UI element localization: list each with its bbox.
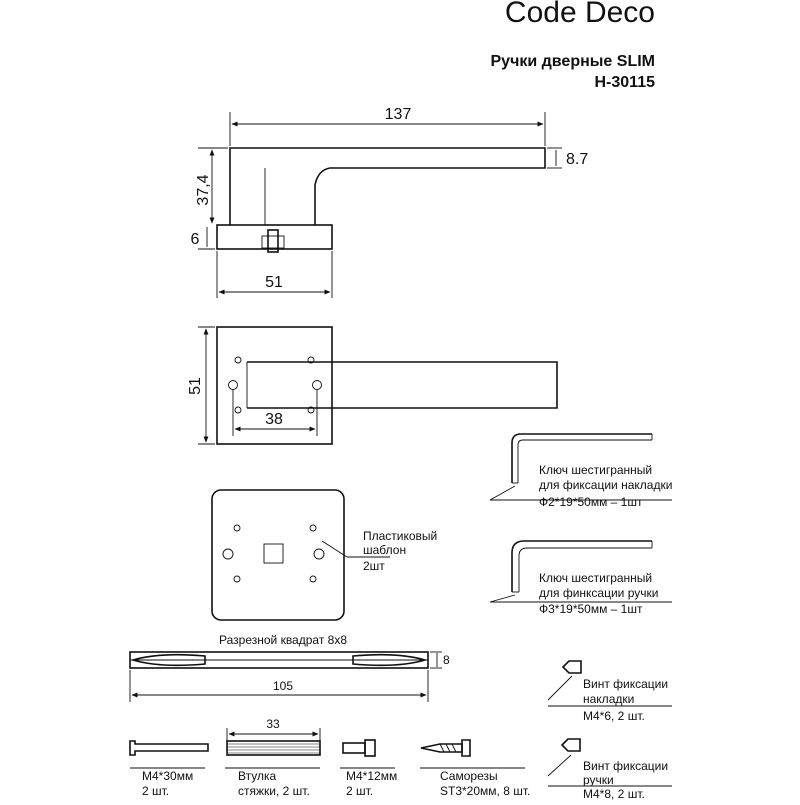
hex-key-1: Ключ шестигранный для фиксации накладки …: [489, 433, 672, 509]
screw-thread: [451, 743, 457, 753]
leader-line: [489, 485, 516, 501]
leader-line: [547, 675, 573, 701]
sleeve-body: [226, 740, 321, 756]
rose-plate: [216, 224, 333, 250]
set-screw-2: Винт фиксации ручки М4*8, 2 шт.: [547, 738, 672, 801]
set-screw-1-line2: накладки: [583, 692, 634, 706]
part-3-qty: 2 шт.: [346, 784, 373, 798]
hex-key-2-inner: [518, 547, 652, 592]
hex-key-2: Ключ шестигранный для финксации ручки Ф3…: [489, 540, 672, 616]
leader-line: [489, 594, 516, 603]
handle-side-view: 137 8.7 37,4 6 51: [191, 106, 588, 298]
hex-key-1-inner: [517, 439, 652, 483]
bolt-m4x12-head: [364, 739, 376, 757]
dim-rose-height-label: 51: [187, 377, 204, 395]
spindle-spring-left: [130, 653, 206, 667]
screw-head: [461, 739, 471, 757]
bolt-m4x12: М4*12мм 2 шт.: [340, 739, 397, 798]
dim-rose-width-label: 51: [265, 274, 283, 291]
spindle-dim-length: 105: [273, 679, 293, 693]
set-screw-1-line1: Винт фиксации: [583, 677, 668, 691]
spindle-stub: [267, 229, 279, 253]
lever-outline: [229, 147, 546, 225]
product-title: Ручки дверные SLIM: [491, 53, 656, 70]
screw-hole: [307, 356, 315, 364]
dim-rose-thickness-label: 6: [191, 231, 200, 248]
screw-thread: [445, 743, 451, 753]
part-1-qty: 2 шт.: [142, 784, 169, 798]
spindle-collar: [261, 235, 285, 249]
screw-hole: [233, 524, 241, 532]
sleeve: 33 Втулка стяжки, 2 шт.: [225, 717, 321, 798]
bolt-m4x12-shank: [342, 742, 366, 754]
bolt-hole: [313, 548, 325, 560]
leader-line: [547, 754, 572, 777]
rose-front: [216, 326, 333, 445]
screw-hole: [233, 575, 241, 583]
sleeve-hatching: [227, 743, 320, 754]
dim-height-label: 37,4: [195, 174, 212, 205]
part-1-name: М4*30мм: [142, 769, 193, 783]
bolt-hole: [312, 380, 322, 390]
leader-line: [321, 540, 348, 558]
set-screw-1: Винт фиксации накладки М4*6, 2 шт.: [547, 660, 672, 723]
screw-hole: [309, 575, 317, 583]
hex-key-2-line3: Ф3*19*50мм – 1шт: [539, 602, 643, 616]
part-4-qty: ST3*20мм, 8 шт.: [440, 784, 530, 798]
part-4-name: Саморезы: [440, 769, 498, 783]
handle-front-view: 38 51: [187, 326, 558, 445]
lever-front: [247, 361, 558, 409]
hex-key-1-line2: для фиксации накладки: [539, 478, 672, 492]
part-3-name: М4*12мм: [346, 769, 397, 783]
spindle-dim-height: 8: [443, 653, 450, 667]
bolt-m4x30: М4*30мм 2 шт.: [129, 740, 209, 798]
spindle-label: Разрезной квадрат 8х8: [219, 633, 347, 647]
brand-logo: Code Deco: [505, 0, 655, 29]
template-square-hole: [263, 543, 284, 564]
hex-key-2-shape: [511, 540, 652, 592]
dim-hole-spacing-label: 38: [265, 411, 283, 428]
template-name-line2: шаблон: [363, 543, 406, 557]
screw-thread: [439, 743, 445, 753]
set-screw-2-line1: Винт фиксации: [583, 759, 668, 773]
hex-key-2-line1: Ключ шестигранный: [539, 571, 652, 585]
hex-key-1-line1: Ключ шестигранный: [539, 463, 652, 477]
set-screw-1-shape: [561, 660, 582, 674]
screw-hole: [234, 406, 242, 414]
hex-key-1-line3: Ф2*19*50мм – 1шт: [539, 495, 643, 509]
screw-hole: [234, 356, 242, 364]
template-qty: 2шт: [363, 559, 385, 573]
bolt-m4x30-shape: [129, 740, 209, 756]
bolt-hole: [228, 380, 238, 390]
spindle-spring-right: [352, 653, 428, 667]
template-name-line1: Пластиковый: [363, 529, 437, 543]
product-model: H-30115: [595, 74, 656, 91]
set-screw-2-shape: [560, 738, 581, 752]
set-screw-1-line3: М4*6, 2 шт.: [583, 709, 645, 723]
bolt-hole: [222, 548, 234, 560]
hex-key-2-line2: для финксации ручки: [539, 586, 658, 600]
plastic-template: Пластиковый шаблон 2шт: [211, 489, 437, 621]
dim-lever-thickness-label: 8.7: [566, 151, 588, 168]
part-2-qty: стяжки, 2 шт.: [238, 784, 310, 798]
hex-key-1-shape: [511, 433, 652, 483]
spindle: Разрезной квадрат 8х8 8 105: [129, 633, 450, 702]
screw-hole: [309, 524, 317, 532]
part-2-name: Втулка: [238, 769, 276, 783]
screw-hole: [307, 406, 315, 414]
self-tapping-screw: Саморезы ST3*20мм, 8 шт.: [420, 739, 530, 798]
set-screw-2-line2: ручки: [583, 773, 614, 787]
set-screw-2-line3: М4*8, 2 шт.: [583, 787, 645, 800]
sleeve-dim-length: 33: [266, 717, 280, 731]
dim-length-label: 137: [385, 106, 412, 123]
